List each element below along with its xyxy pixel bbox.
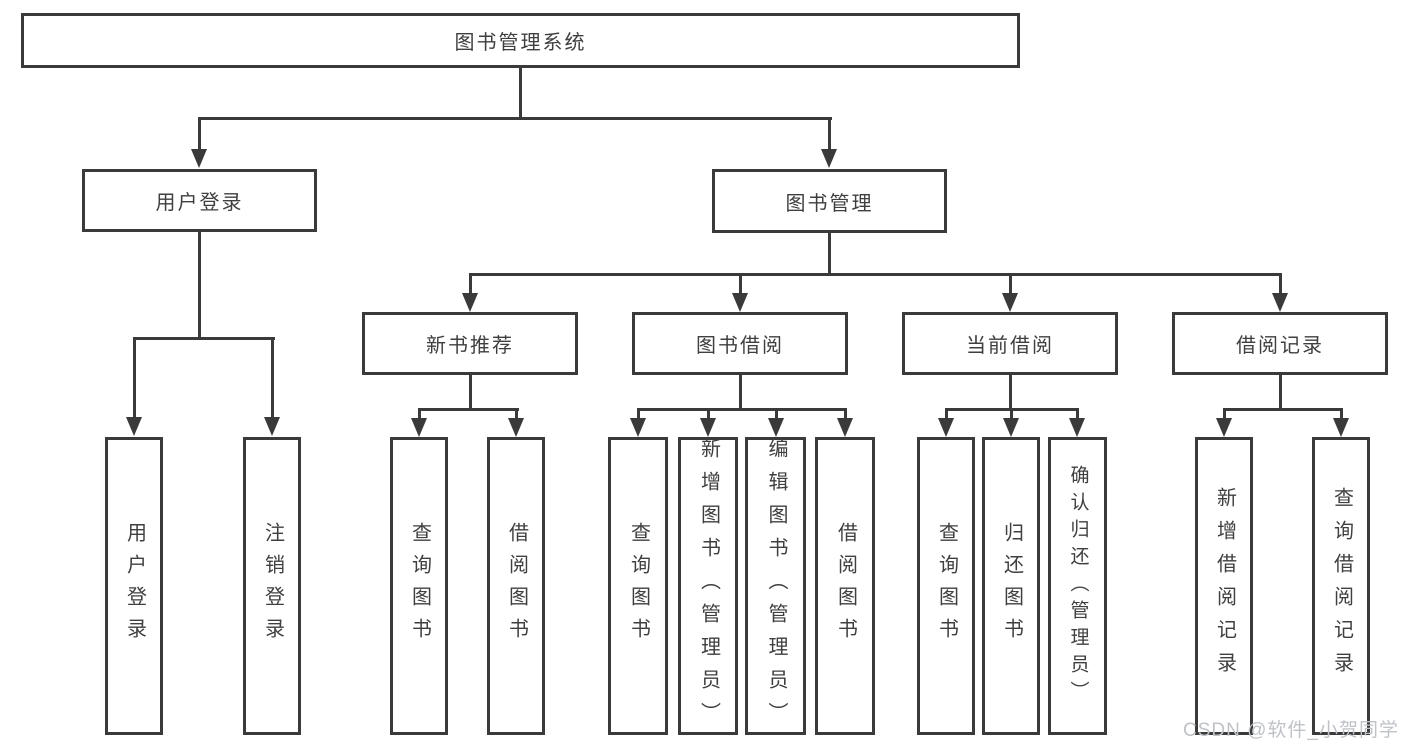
leaf-current-query-label: 查询图书 [935,522,958,650]
connector-currentborrow-c2-stem [1010,408,1013,419]
connector-root-stem [519,68,522,117]
connector-borrowrecords-c1-stem [1223,408,1226,419]
arrowhead-book-mgmt [821,149,837,168]
leaf-borrow-add-label: 新增图书（管理员） [697,437,720,735]
connector-newbooks-hline [418,408,519,411]
node-book-mgmt-label: 图书管理 [785,192,874,215]
arrowhead-new-books [462,293,478,312]
node-book-borrow-label: 图书借阅 [696,335,784,357]
connector-borrowrecords-stem [1279,375,1282,408]
arrowhead-bookborrow-query [630,418,646,437]
connector-userlogin-c2-stem [271,337,274,417]
leaf-logout-label: 注销登录 [261,522,284,650]
connector-newbooks-stem [469,375,472,408]
leaf-borrow-borrow: 借阅图书 [815,437,875,735]
node-user-login-label: 用户登录 [155,192,244,214]
connector-root-right-stem [828,117,831,150]
arrowhead-borrow-records [1272,293,1288,312]
connector-bookborrow-c1-stem [637,408,640,419]
leaf-records-add: 新增借阅记录 [1195,437,1253,735]
connector-userlogin-stem [198,232,201,337]
connector-bookborrow-c2-stem [707,408,710,419]
connector-newbooks-c2-stem [515,408,518,419]
leaf-borrow-query-label: 查询图书 [627,522,650,650]
arrowhead-newbooks-query [411,418,427,437]
connector-borrowrecords-c2-stem [1340,408,1343,419]
connector-userlogin-hline [133,337,275,340]
arrowhead-leaf-logout [264,417,280,436]
leaf-borrow-borrow-label: 借阅图书 [834,522,857,650]
arrowhead-book-borrow [732,293,748,312]
leaf-records-query-label: 查询借阅记录 [1330,487,1353,685]
leaf-borrow-edit: 编辑图书（管理员） [745,437,806,735]
leaf-newbooks-borrow-label: 借阅图书 [505,522,528,650]
leaf-user-login-label: 用户登录 [123,522,146,650]
leaf-borrow-query: 查询图书 [608,437,668,735]
node-root: 图书管理系统 [21,13,1020,68]
watermark: CSDN @软件_小贺同学 [1183,720,1399,741]
leaf-current-return: 归还图书 [982,437,1040,735]
arrowhead-bookborrow-edit [768,418,784,437]
node-borrow-records-label: 借阅记录 [1236,335,1324,357]
arrowhead-current-return [1003,418,1019,437]
leaf-newbooks-query-label: 查询图书 [408,522,431,650]
connector-bookborrow-c3-stem [775,408,778,419]
connector-currentborrow-c1-stem [945,408,948,419]
arrowhead-current-borrow [1002,293,1018,312]
connector-root-hline [198,117,832,120]
node-user-login: 用户登录 [82,169,317,232]
node-new-books-label: 新书推荐 [426,335,514,357]
connector-bookmgmt-stem [828,233,831,273]
arrowhead-newbooks-borrow [508,418,524,437]
arrowhead-current-query [938,418,954,437]
node-current-borrow: 当前借阅 [902,312,1118,375]
connector-currentborrow-stem [1009,375,1012,408]
connector-currentborrow-c3-stem [1076,408,1079,419]
connector-newbooks-drop [469,273,472,294]
connector-root-left-stem [198,117,201,150]
connector-borrowrecords-hline [1223,408,1343,411]
connector-borrowrecords-drop [1279,273,1282,294]
leaf-borrow-add: 新增图书（管理员） [678,437,738,735]
arrowhead-records-add [1216,418,1232,437]
connector-newbooks-c1-stem [418,408,421,419]
leaf-current-return-label: 归还图书 [1000,522,1023,650]
node-book-borrow: 图书借阅 [632,312,848,375]
leaf-current-confirm-label: 确认归还（管理员） [1067,464,1089,708]
leaf-user-login: 用户登录 [105,437,163,735]
leaf-logout: 注销登录 [243,437,301,735]
leaf-borrow-edit-label: 编辑图书（管理员） [765,437,787,735]
connector-userlogin-c1-stem [133,337,136,417]
arrowhead-bookborrow-borrow [837,418,853,437]
leaf-records-add-label: 新增借阅记录 [1213,487,1236,685]
arrowhead-bookborrow-add [700,418,716,437]
leaf-newbooks-borrow: 借阅图书 [487,437,545,735]
connector-bookborrow-hline [637,408,847,411]
leaf-current-confirm: 确认归还（管理员） [1048,437,1107,735]
arrowhead-user-login [191,149,207,168]
arrowhead-leaf-user-login [126,417,142,436]
connector-bookborrow-stem [739,375,742,408]
connector-bookborrow-drop [739,273,742,294]
arrowhead-current-confirm [1069,418,1085,437]
leaf-current-query: 查询图书 [917,437,975,735]
connector-currentborrow-drop [1009,273,1012,294]
leaf-newbooks-query: 查询图书 [390,437,448,735]
node-root-label: 图书管理系统 [454,32,587,54]
node-borrow-records: 借阅记录 [1172,312,1388,375]
node-new-books: 新书推荐 [362,312,578,375]
node-book-mgmt: 图书管理 [712,169,947,233]
connector-bookmgmt-hline [469,273,1282,276]
node-current-borrow-label: 当前借阅 [966,335,1054,357]
connector-bookborrow-c4-stem [844,408,847,419]
leaf-records-query: 查询借阅记录 [1312,437,1370,735]
arrowhead-records-query [1333,418,1349,437]
